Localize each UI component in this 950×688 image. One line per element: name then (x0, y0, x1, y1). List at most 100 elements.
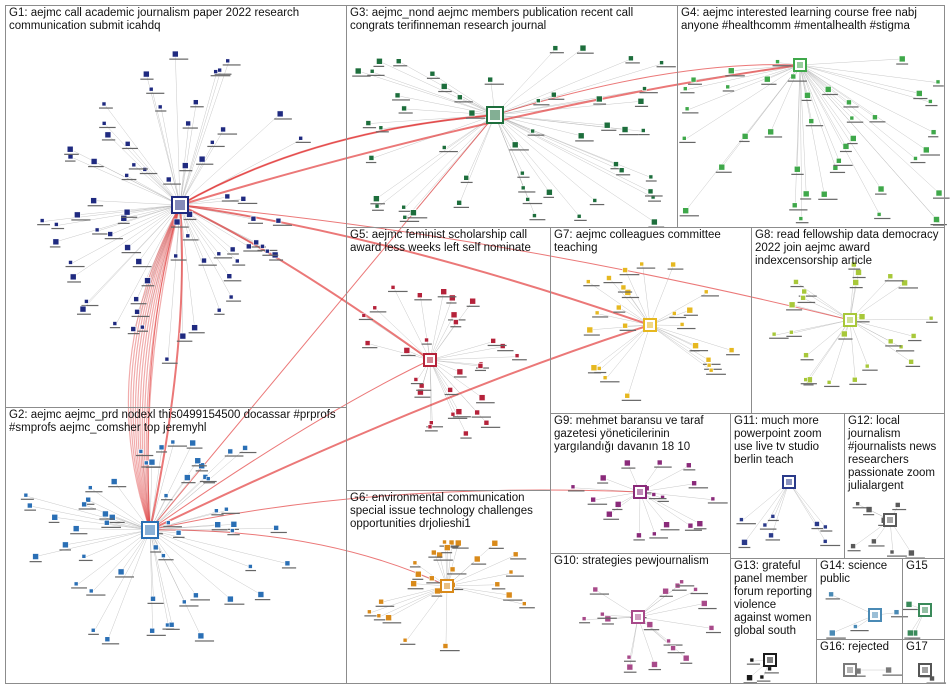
network-node[interactable] (846, 99, 852, 106)
network-node[interactable] (850, 543, 856, 549)
network-node[interactable] (68, 260, 73, 265)
network-node[interactable] (298, 135, 303, 141)
network-node[interactable] (213, 69, 218, 74)
network-node[interactable] (73, 581, 79, 587)
network-node[interactable] (429, 70, 436, 77)
network-node[interactable] (62, 541, 69, 549)
network-node[interactable] (933, 216, 940, 223)
network-node[interactable] (798, 216, 804, 221)
network-node[interactable] (512, 551, 519, 558)
network-node[interactable] (746, 674, 753, 682)
network-node[interactable] (227, 448, 234, 455)
network-node[interactable] (260, 244, 265, 249)
network-node[interactable] (622, 267, 628, 273)
network-node[interactable] (620, 284, 627, 291)
network-node[interactable] (898, 55, 906, 63)
network-node[interactable] (170, 439, 176, 445)
network-node[interactable] (592, 198, 598, 203)
network-node[interactable] (165, 176, 172, 183)
network-node[interactable] (794, 165, 801, 173)
network-node[interactable] (69, 273, 77, 281)
network-node[interactable] (621, 126, 629, 133)
network-node[interactable] (394, 92, 401, 99)
network-node[interactable] (670, 645, 676, 651)
network-node[interactable] (651, 661, 658, 668)
network-node[interactable] (110, 478, 118, 485)
network-node[interactable] (824, 86, 832, 93)
network-node[interactable] (666, 638, 671, 644)
network-node[interactable] (131, 162, 137, 168)
network-node[interactable] (823, 524, 828, 530)
network-node[interactable] (872, 114, 878, 121)
network-node[interactable] (663, 521, 670, 528)
network-node[interactable] (365, 120, 372, 126)
network-node[interactable] (104, 519, 110, 526)
network-node[interactable] (440, 83, 448, 90)
network-node[interactable] (615, 304, 622, 311)
network-node[interactable] (640, 128, 646, 133)
network-node[interactable] (600, 611, 605, 617)
network-node[interactable] (229, 246, 236, 253)
network-node[interactable] (808, 118, 815, 124)
network-node[interactable] (440, 288, 448, 295)
network-node[interactable] (852, 376, 858, 383)
network-node[interactable] (801, 288, 808, 295)
network-node[interactable] (134, 309, 140, 315)
network-node[interactable] (81, 554, 87, 559)
network-node[interactable] (158, 444, 165, 451)
network-node[interactable] (741, 133, 749, 140)
network-node[interactable] (762, 522, 768, 528)
network-node[interactable] (853, 624, 858, 629)
network-node[interactable] (172, 50, 179, 58)
network-node[interactable] (385, 614, 392, 622)
network-node[interactable] (679, 322, 685, 327)
network-node[interactable] (828, 629, 836, 637)
network-node[interactable] (551, 91, 557, 98)
network-node[interactable] (508, 569, 514, 575)
network-node[interactable] (455, 408, 463, 415)
network-node[interactable] (764, 75, 771, 83)
network-node[interactable] (759, 674, 765, 680)
network-node[interactable] (525, 197, 530, 202)
network-node[interactable] (647, 188, 654, 195)
network-node[interactable] (226, 273, 233, 279)
network-node[interactable] (705, 356, 712, 363)
network-node[interactable] (101, 101, 107, 107)
network-node[interactable] (216, 307, 222, 313)
network-node[interactable] (624, 459, 631, 467)
network-node[interactable] (579, 44, 587, 52)
network-node[interactable] (842, 143, 850, 150)
network-node[interactable] (245, 243, 252, 250)
network-node[interactable] (112, 321, 118, 326)
network-node[interactable] (117, 568, 125, 576)
network-node[interactable] (197, 632, 205, 640)
network-node[interactable] (684, 106, 690, 112)
network-node[interactable] (514, 353, 520, 358)
network-node[interactable] (124, 141, 131, 147)
network-node[interactable] (916, 90, 923, 97)
network-node[interactable] (257, 591, 265, 598)
network-node[interactable] (189, 439, 196, 447)
network-node[interactable] (107, 231, 114, 237)
network-node[interactable] (453, 319, 459, 325)
network-node[interactable] (672, 311, 677, 316)
network-node[interactable] (133, 296, 139, 302)
network-node[interactable] (894, 502, 901, 508)
network-node[interactable] (276, 110, 284, 118)
network-node[interactable] (88, 588, 94, 594)
network-node[interactable] (395, 58, 402, 64)
network-node[interactable] (771, 331, 777, 337)
network-node[interactable] (604, 615, 612, 623)
network-node[interactable] (184, 474, 191, 481)
network-node[interactable] (198, 155, 206, 163)
network-node[interactable] (179, 332, 187, 340)
network-node[interactable] (491, 539, 499, 547)
network-node[interactable] (448, 539, 455, 546)
network-node[interactable] (144, 277, 151, 284)
network-node[interactable] (901, 279, 908, 287)
network-node[interactable] (727, 67, 735, 75)
network-node[interactable] (599, 474, 607, 482)
network-node[interactable] (804, 92, 811, 99)
network-node[interactable] (412, 560, 418, 566)
network-node[interactable] (90, 158, 98, 165)
